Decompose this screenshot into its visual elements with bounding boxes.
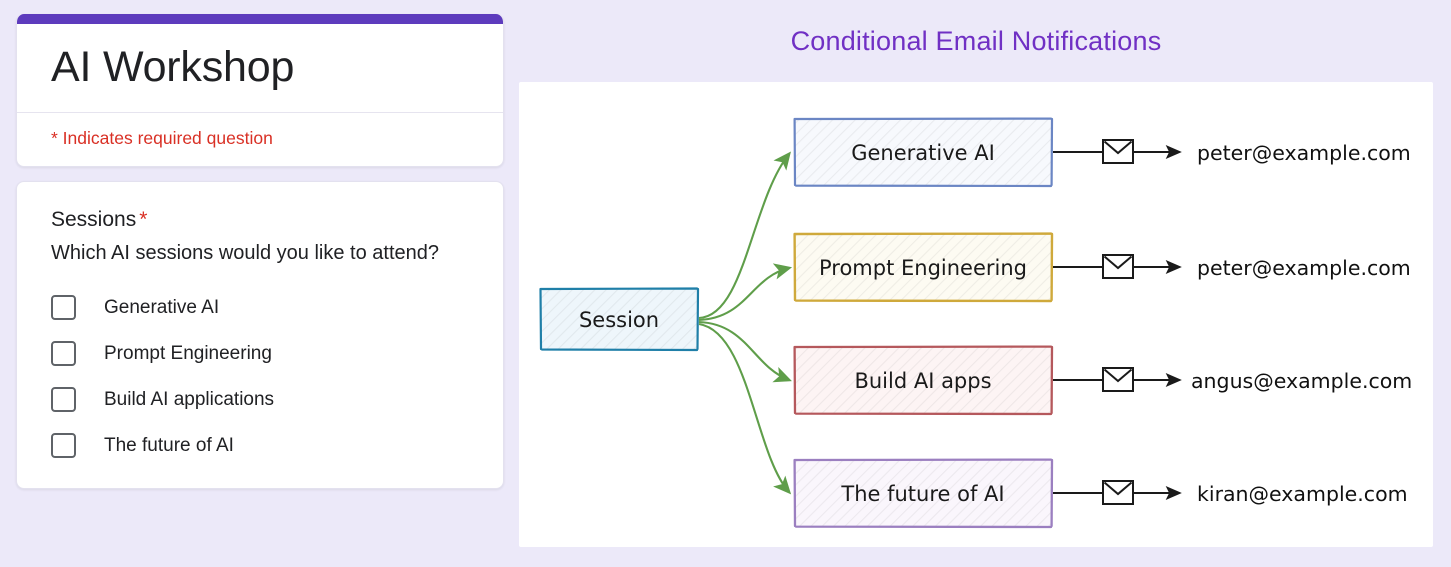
question-title: Sessions (51, 208, 137, 232)
node-the-future-of-ai-label: The future of AI (840, 482, 1004, 506)
envelope-icon (1102, 480, 1134, 505)
option-label: Generative AI (104, 296, 220, 318)
form-header-card: AI Workshop * Indicates required questio… (16, 14, 504, 168)
form-required-note: * Indicates required question (17, 112, 503, 166)
node-session-hatch (540, 288, 698, 350)
checkbox-icon[interactable] (51, 433, 76, 459)
envelope-icon (1102, 254, 1134, 279)
node-build-ai-apps-hatch (794, 346, 1052, 414)
email-address: peter@example.com (1197, 256, 1411, 280)
branch-the-future-of-ai: The future of AI kiran@example.com (793, 458, 1408, 529)
branch-generative-ai: Generative AI peter@example.com (793, 117, 1411, 188)
branch-connectors (698, 151, 793, 495)
question-required-star: * (139, 208, 148, 232)
form-accent-bar (17, 14, 503, 24)
checkbox-icon[interactable] (51, 295, 76, 321)
node-prompt-engineering-border (793, 232, 1054, 303)
option-label: Prompt Engineering (104, 342, 272, 364)
node-the-future-of-ai-border (793, 458, 1054, 529)
node-generative-ai-hatch (794, 118, 1052, 186)
diagram-title: Conditional Email Notifications (790, 26, 1162, 56)
google-form-panel: AI Workshop * Indicates required questio… (16, 14, 504, 490)
question-subtitle: Which AI sessions would you like to atte… (51, 242, 439, 265)
branch-prompt-engineering: Prompt Engineering peter@example.com (793, 232, 1411, 303)
envelope-icon (1102, 139, 1134, 164)
node-prompt-engineering-hatch (794, 233, 1052, 301)
node-the-future-of-ai-hatch (794, 459, 1052, 527)
node-prompt-engineering-label: Prompt Engineering (819, 256, 1027, 280)
checkbox-option-the-future-of-ai[interactable]: The future of AI (51, 433, 469, 459)
email-address: peter@example.com (1197, 141, 1411, 165)
checkbox-icon[interactable] (51, 387, 76, 413)
node-session-border (539, 287, 700, 352)
question-title-row: Sessions* (51, 208, 469, 232)
diagram-panel: Session Generative AI peter@example.com (519, 82, 1433, 547)
branch-build-ai-apps: Build AI apps angus@example.com (793, 345, 1412, 416)
email-address: kiran@example.com (1197, 482, 1408, 506)
diagram-canvas: Session Generative AI peter@example.com (539, 117, 1412, 529)
option-label: Build AI applications (104, 388, 275, 410)
email-address: angus@example.com (1191, 369, 1412, 393)
checkbox-option-generative-ai[interactable]: Generative AI (51, 295, 469, 321)
node-session-label: Session (579, 308, 659, 332)
connector-to-build-ai-apps (698, 320, 792, 383)
connector-to-generative-ai (698, 151, 791, 320)
option-label: The future of AI (104, 434, 234, 456)
node-session[interactable]: Session (539, 287, 700, 352)
node-build-ai-apps-label: Build AI apps (854, 369, 991, 393)
checkbox-option-prompt-engineering[interactable]: Prompt Engineering (51, 341, 469, 367)
connector-to-prompt-engineering (698, 263, 793, 322)
checkbox-icon[interactable] (51, 341, 76, 367)
form-title: AI Workshop (51, 43, 295, 91)
connector-to-the-future-of-ai (698, 322, 792, 495)
node-generative-ai-border (793, 117, 1054, 188)
question-card: Sessions* Which AI sessions would you li… (16, 181, 504, 490)
node-build-ai-apps-border (793, 345, 1054, 416)
envelope-icon (1102, 367, 1134, 392)
node-generative-ai-label: Generative AI (851, 141, 995, 165)
checkbox-option-build-ai-applications[interactable]: Build AI applications (51, 387, 469, 413)
